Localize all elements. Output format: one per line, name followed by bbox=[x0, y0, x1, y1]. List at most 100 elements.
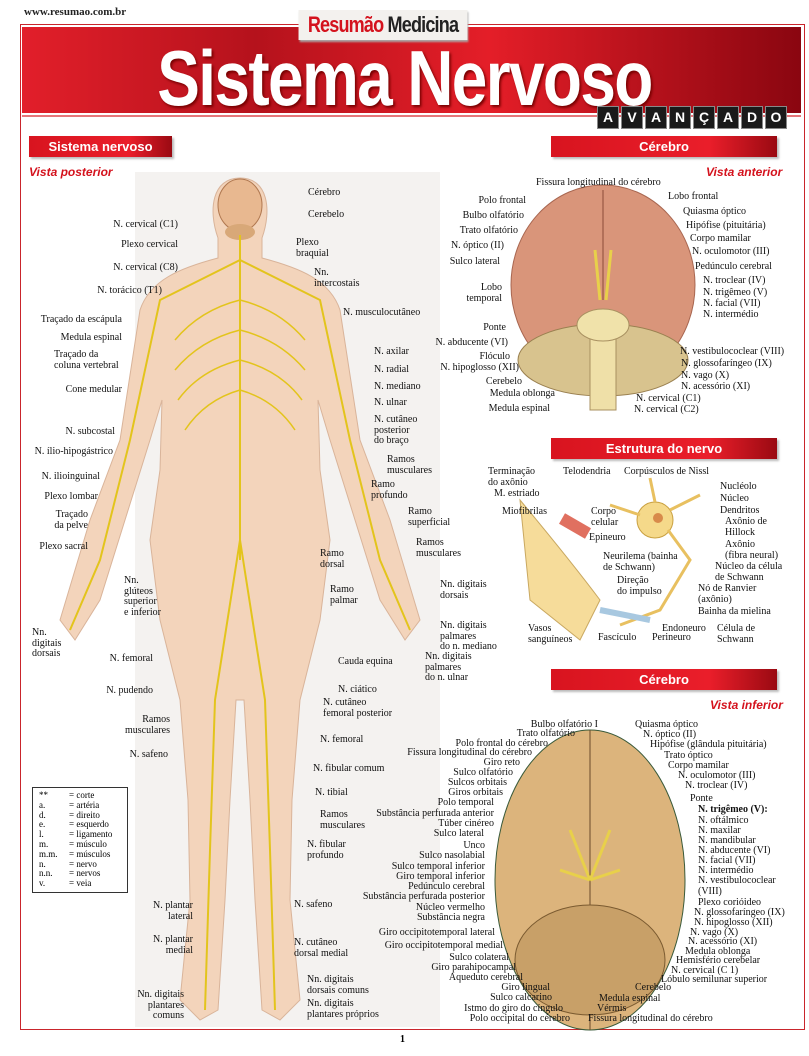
page-number: 1 bbox=[400, 1034, 405, 1045]
legend-meaning: = direito bbox=[69, 809, 100, 820]
brain-inferior-label: N. facial (VII) bbox=[698, 855, 756, 866]
body-section-label: Plexo braquial bbox=[296, 237, 329, 259]
legend-abbr: m. bbox=[39, 838, 49, 849]
site-url: www.resumao.com.br bbox=[24, 6, 127, 18]
body-section-label: Medula espinal bbox=[60, 332, 122, 343]
brain-anterior-label: Medula oblonga bbox=[489, 388, 555, 399]
body-section-label: Nn. digitais dorsais comuns bbox=[307, 974, 369, 996]
brain-inferior-label: Giro reto bbox=[483, 757, 520, 768]
brain-inferior-label: Polo occipital do cérebro bbox=[469, 1013, 570, 1024]
body-section-label: Ramo superficial bbox=[408, 506, 451, 528]
level-letter: A bbox=[717, 106, 739, 129]
level-letter: N bbox=[669, 106, 691, 129]
body-section-label: N. femoral bbox=[109, 653, 153, 664]
nerve-structure-label: Endoneuro bbox=[662, 623, 706, 634]
brain-inferior-label: Túber cinéreo bbox=[438, 818, 494, 829]
brain-inferior-label: Giro lingual bbox=[501, 982, 550, 993]
body-section-label: N. torácico (T1) bbox=[97, 285, 162, 296]
body-section-label: Nn. digitais plantares comuns bbox=[137, 989, 184, 1021]
brain-inferior-label: Corpo mamilar bbox=[668, 760, 729, 771]
section-header-brain-inferior: Cérebro bbox=[551, 669, 777, 690]
legend-abbr: e. bbox=[39, 819, 46, 830]
level-letter: Ç bbox=[693, 106, 715, 129]
view-label-anterior: Vista anterior bbox=[706, 165, 783, 179]
brain-anterior-label: Ponte bbox=[483, 322, 506, 333]
brain-inferior-label: Sulco lateral bbox=[433, 828, 484, 839]
brain-anterior-label: N. oculomotor (III) bbox=[692, 246, 770, 257]
nerve-structure-label: Telodendria bbox=[563, 466, 611, 477]
level-letter: A bbox=[645, 106, 667, 129]
body-section-label: N. plantar lateral bbox=[153, 900, 193, 922]
brain-anterior-label: Sulco lateral bbox=[449, 256, 500, 267]
nerve-structure-label: Célula de Schwann bbox=[717, 623, 756, 645]
brain-inferior-label: N. trigêmeo (V): bbox=[698, 804, 768, 815]
brain-inferior-label: Sulco colateral bbox=[449, 952, 509, 963]
body-section-label: N. ulnar bbox=[374, 397, 407, 408]
nerve-structure-label: Neurilema (bainha de Schwann) bbox=[603, 551, 678, 573]
brain-inferior-label: Lóbulo semilunar superior bbox=[661, 974, 768, 985]
brain-anterior-label: Cerebelo bbox=[485, 376, 522, 387]
body-section-label: N. cutâneo posterior do braço bbox=[374, 414, 418, 446]
brain-anterior-label: Lobo temporal bbox=[466, 282, 502, 304]
brand-logo: Resumão Medicina bbox=[298, 10, 468, 40]
nerve-structure-label: M. estriado bbox=[494, 488, 540, 499]
nerve-structure-label: Direção do impulso bbox=[617, 575, 662, 597]
divider bbox=[22, 115, 801, 117]
legend-row: n.n.= nervos bbox=[39, 869, 127, 879]
brain-anterior-label: N. cervical (C2) bbox=[634, 404, 699, 415]
brain-anterior-label: Hipófise (pituitária) bbox=[686, 220, 766, 231]
legend-row: n.= nervo bbox=[39, 859, 127, 870]
brain-inferior-label: Giro occipitotemporal lateral bbox=[378, 927, 495, 938]
section-header-nerve-structure: Estrutura do nervo bbox=[551, 438, 777, 459]
nerve-structure-label: Núcleo da célula de Schwann bbox=[715, 561, 783, 583]
body-section-label: Ramos musculares bbox=[416, 537, 461, 559]
body-section-label: N. mediano bbox=[374, 381, 421, 392]
body-section-label: Ramo dorsal bbox=[320, 548, 345, 570]
brain-inferior-label: Trato óptico bbox=[664, 750, 713, 761]
legend-row: l.= ligamento bbox=[39, 829, 127, 840]
brain-inferior-label: N. óptico (II) bbox=[643, 729, 697, 740]
brain-inferior-label: Polo frontal do cérebro bbox=[455, 738, 548, 749]
brain-inferior-label: N. troclear (IV) bbox=[685, 780, 748, 791]
brain-anterior-label: Trato olfatório bbox=[459, 225, 518, 236]
brain-inferior-label: Sulco nasolabial bbox=[419, 850, 485, 861]
brain-anterior-label: Polo frontal bbox=[478, 195, 527, 206]
brain-inferior-label: Vérmis bbox=[597, 1003, 627, 1014]
brain-inferior-label: Medula oblonga bbox=[685, 946, 751, 957]
brain-anterior-label: N. acessório (XI) bbox=[681, 381, 751, 392]
brain-anterior-label: N. abducente (VI) bbox=[435, 337, 508, 348]
legend-abbr: n.n. bbox=[39, 868, 53, 879]
body-section-label: N. safeno bbox=[129, 749, 168, 760]
brain-anterior-label: N. óptico (II) bbox=[450, 240, 504, 251]
legend-meaning: = veia bbox=[69, 878, 92, 889]
brain-inferior-label: Sulcos orbitais bbox=[447, 777, 507, 788]
body-section-label: Traçado da escápula bbox=[40, 314, 122, 325]
nerve-structure-label: Nó de Ranvier (axônio) bbox=[698, 583, 757, 605]
body-section-label: N. plantar medial bbox=[153, 934, 193, 956]
body-section-label: N. cervical (C8) bbox=[113, 262, 178, 273]
brain-inferior-label: Hemisfério cerebelar bbox=[676, 955, 761, 966]
brain-inferior-label: Substância perfurada anterior bbox=[376, 808, 494, 819]
body-section-label: N. axilar bbox=[374, 346, 409, 357]
nerve-structure-label: Terminação do axônio bbox=[488, 466, 536, 488]
brain-inferior-label: N. acessório (XI) bbox=[688, 936, 758, 947]
body-section-label: N. cutâneo dorsal medial bbox=[294, 937, 349, 959]
body-section-label: N. cutâneo femoral posterior bbox=[323, 697, 393, 719]
body-section-label: Cerebelo bbox=[308, 209, 345, 220]
legend-abbr: v. bbox=[39, 878, 46, 889]
body-section-label: Cone medular bbox=[65, 384, 122, 395]
body-section-label: Ramos musculares bbox=[320, 809, 365, 831]
brain-inferior-label: Fissura longitudinal do cérebro bbox=[588, 1013, 713, 1024]
brain-inferior-label: Giros orbitais bbox=[448, 787, 503, 798]
nerve-structure-label: Axônio de Hillock bbox=[725, 516, 767, 538]
nerve-structure-label: Corpúsculos de Nissl bbox=[624, 466, 709, 477]
brain-inferior-label: N. abducente (VI) bbox=[698, 845, 771, 856]
brain-inferior-label: Plexo corióideo bbox=[698, 897, 762, 908]
legend-meaning: = corte bbox=[69, 790, 95, 800]
brain-inferior-label: N. hipoglosso (XII) bbox=[694, 917, 773, 928]
brain-inferior-label: Giro temporal inferior bbox=[396, 871, 485, 882]
brain-anterior-label: N. intermédio bbox=[703, 309, 759, 320]
brain-anterior-label: N. glossofaríngeo (IX) bbox=[681, 358, 772, 369]
